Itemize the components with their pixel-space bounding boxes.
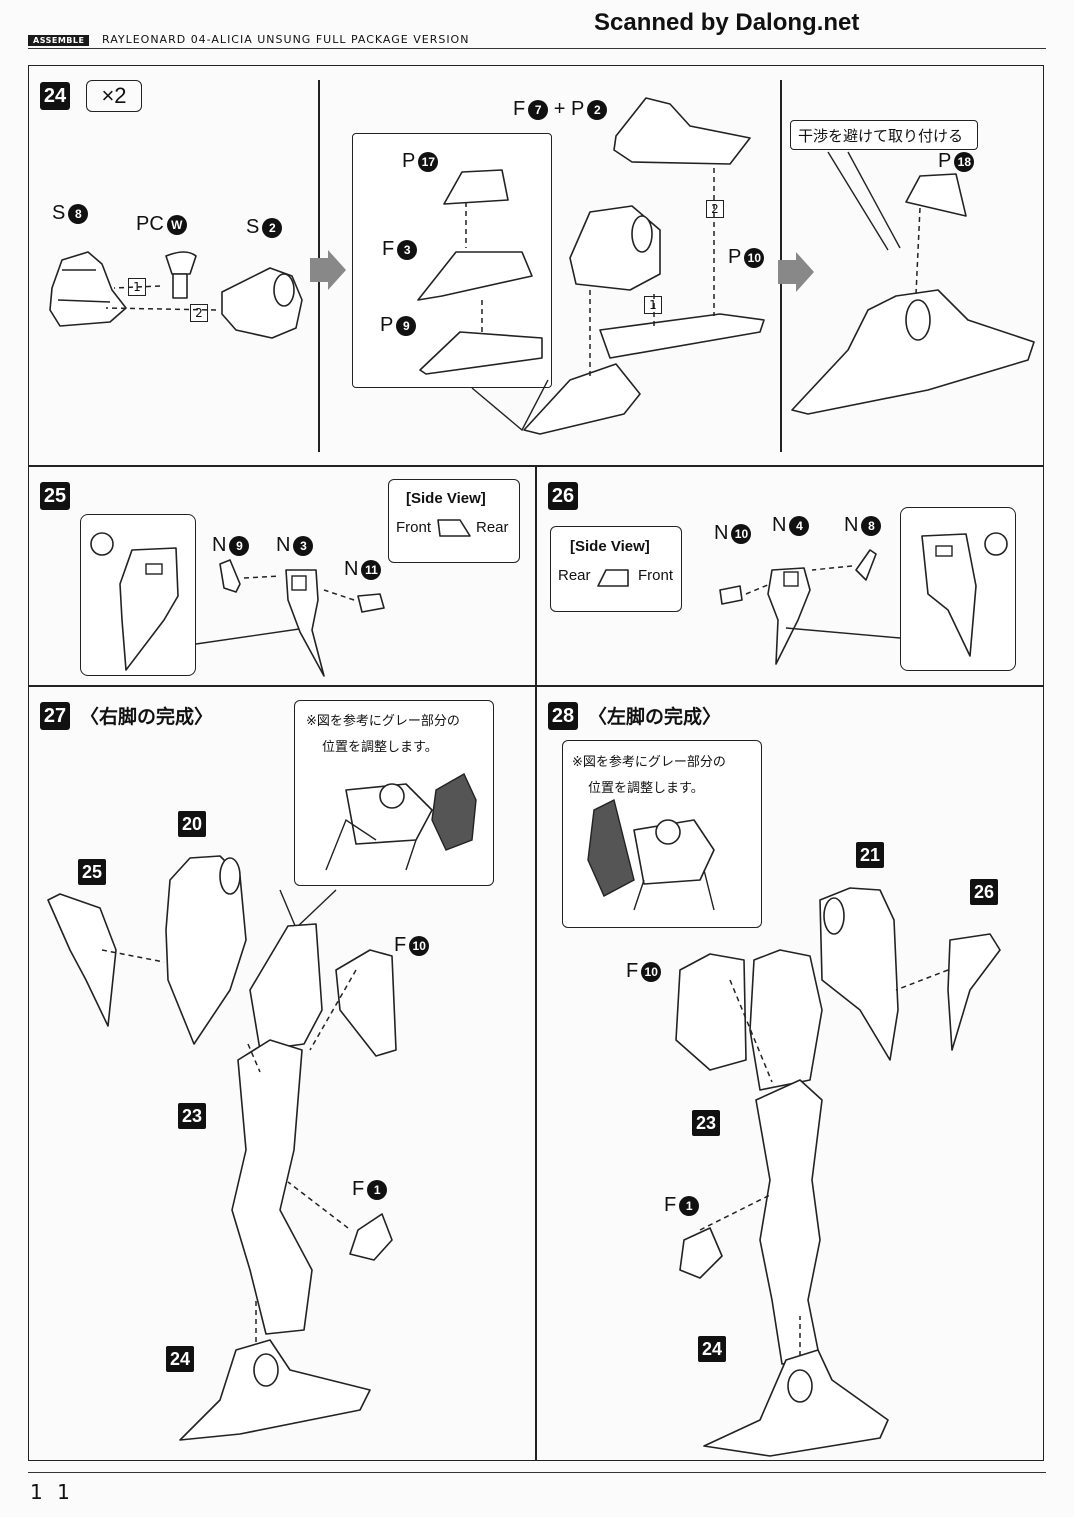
subassembly-tag-25: 25 — [78, 859, 106, 885]
side-view-title: [Side View] — [570, 538, 650, 555]
side-view-left-label: Rear — [558, 567, 591, 584]
adjust-note-line2: 位置を調整します。 — [322, 740, 438, 755]
adjust-note-line2: 位置を調整します。 — [588, 781, 704, 796]
multiplier-badge: ×2 — [86, 80, 142, 112]
subassembly-tag-26: 26 — [970, 879, 998, 905]
step24-foot-art — [523, 97, 765, 435]
step25-art — [90, 532, 385, 677]
step-number-28: 28 — [548, 702, 578, 730]
subassembly-tag-23: 23 — [178, 1103, 206, 1129]
side-view-right-label: Rear — [476, 519, 509, 536]
interference-note: 干渉を避けて取り付ける — [798, 127, 964, 145]
side-view-title: [Side View] — [406, 490, 486, 507]
step-number-25: 25 — [40, 482, 70, 510]
step26-art — [719, 532, 1008, 665]
side-view-shape — [597, 569, 629, 587]
subassembly-tag-24: 24 — [166, 1346, 194, 1372]
step-title-27: 〈右脚の完成〉 — [80, 706, 214, 728]
footer-rule — [28, 1472, 1046, 1473]
section-tag: ASSEMBLE — [28, 35, 90, 46]
step27-note-art — [325, 773, 477, 871]
step24-shoulder-art — [49, 251, 303, 339]
side-view-left-label: Front — [396, 519, 432, 536]
step-title-28: 〈左脚の完成〉 — [588, 706, 722, 728]
step-number-24: 24 — [40, 82, 70, 110]
adjust-note-line1: ※図を参考にグレー部分の — [306, 714, 460, 729]
step28-leg-art — [675, 887, 1001, 1457]
side-view-box-26 — [550, 526, 682, 612]
header-rule — [28, 48, 1046, 49]
subassembly-tag-23: 23 — [692, 1110, 720, 1136]
subassembly-tag-20: 20 — [178, 811, 206, 837]
step-number-27: 27 — [40, 702, 70, 730]
step27-leg-art — [47, 855, 397, 1441]
scan-credit: Scanned by Dalong.net — [594, 9, 860, 36]
interference-note-box — [790, 120, 978, 150]
column-divider — [535, 465, 537, 1461]
subassembly-tag-21: 21 — [856, 842, 884, 868]
order-mark: 2 — [190, 304, 208, 322]
flow-arrow — [310, 250, 346, 290]
flow-arrow — [778, 252, 814, 292]
model-title: RAYLEONARD 04-ALICIA UNSUNG FULL PACKAGE… — [102, 33, 470, 46]
step24-result-art — [791, 151, 1035, 415]
step-number-26: 26 — [548, 482, 578, 510]
page-number: 1 1 — [30, 1480, 74, 1504]
step28-note-art — [587, 798, 715, 911]
adjust-note-line1: ※図を参考にグレー部分の — [572, 755, 726, 770]
side-view-shape — [437, 519, 471, 537]
order-mark: 1 — [644, 296, 662, 314]
step24-detail-art — [417, 169, 549, 432]
subassembly-tag-24: 24 — [698, 1336, 726, 1362]
side-view-right-label: Front — [638, 567, 674, 584]
order-mark: 2 — [706, 200, 724, 218]
